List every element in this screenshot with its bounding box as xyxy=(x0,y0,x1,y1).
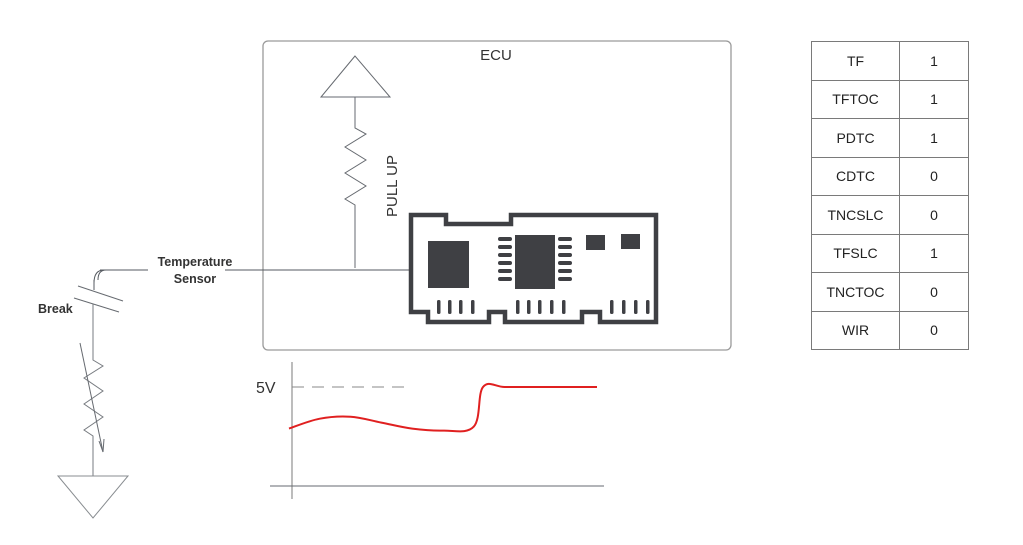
status-code-name: TNCSLC xyxy=(811,195,900,235)
status-code-value: 0 xyxy=(899,272,969,312)
status-code-value: 1 xyxy=(899,233,969,273)
signal-wire-corner xyxy=(93,269,105,284)
chart-5v-label: 5V xyxy=(256,380,276,397)
status-code-value: 0 xyxy=(899,195,969,235)
chart-signal-line xyxy=(288,382,597,433)
status-code-name: TFSLC xyxy=(811,233,900,273)
status-code-value: 1 xyxy=(899,118,969,158)
thermistor-arrowhead-icon xyxy=(98,438,105,453)
pull-up-resistor xyxy=(344,97,367,268)
status-code-name: TF xyxy=(811,41,900,81)
status-code-value: 0 xyxy=(899,156,969,196)
status-code-name: TNCTOC xyxy=(811,272,900,312)
break-mark-upper xyxy=(77,285,124,302)
break-mark-lower xyxy=(73,297,120,313)
signal-chart: 5V xyxy=(256,362,604,499)
pull-up-label: PULL UP xyxy=(384,155,401,217)
ground-triangle-icon xyxy=(56,475,130,519)
status-code-value: 1 xyxy=(899,41,969,81)
status-code-name: CDTC xyxy=(811,156,900,196)
thermistor-arrow xyxy=(79,342,104,453)
ecu-label: ECU xyxy=(480,47,512,64)
ecu-circuit-board-icon xyxy=(408,212,659,325)
signal-wire xyxy=(97,269,409,281)
thermistor-resistor xyxy=(83,304,104,476)
supply-triangle-icon xyxy=(319,55,392,98)
sensor-label-line2: Sensor xyxy=(174,272,217,286)
status-code-value: 1 xyxy=(899,79,969,119)
break-label: Break xyxy=(38,302,73,316)
status-code-value: 0 xyxy=(899,310,969,350)
status-code-name: WIR xyxy=(811,310,900,350)
status-code-name: PDTC xyxy=(811,118,900,158)
sensor-label-line1: Temperature xyxy=(158,255,233,269)
status-code-name: TFTOC xyxy=(811,79,900,119)
ecu-box xyxy=(262,40,732,351)
